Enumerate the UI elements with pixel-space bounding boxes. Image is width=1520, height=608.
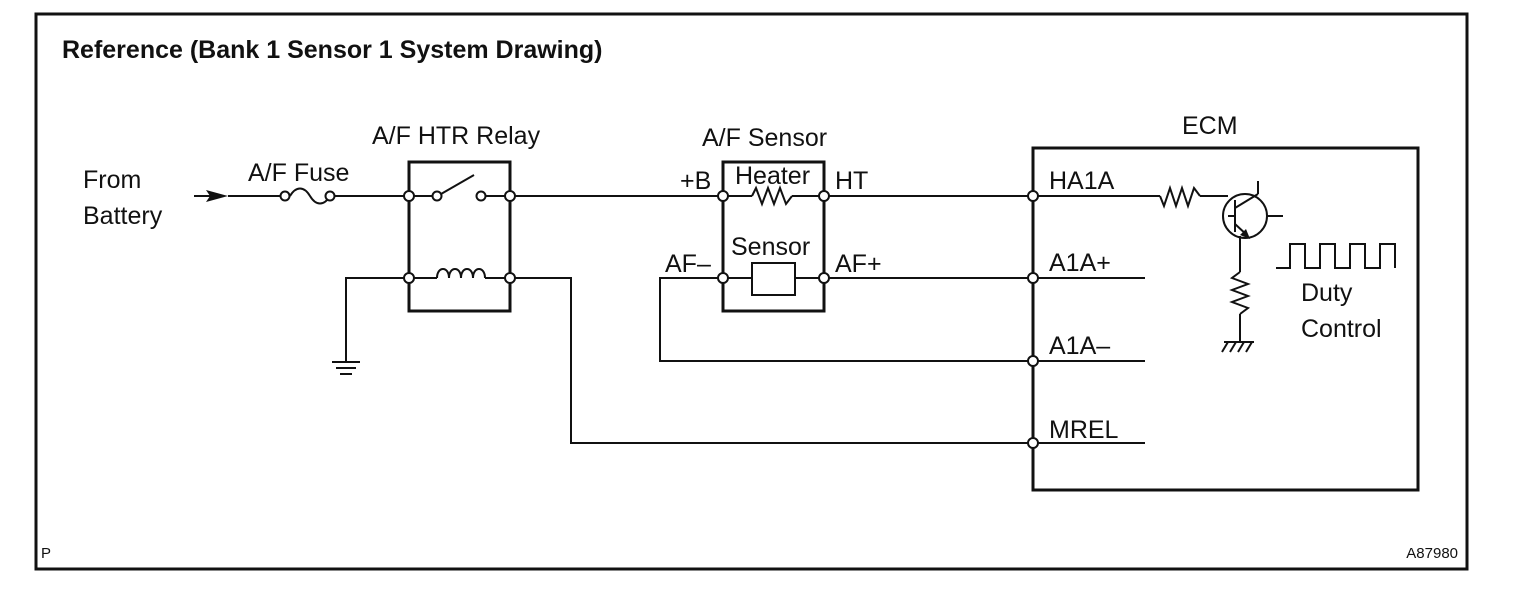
relay-coil xyxy=(409,268,510,279)
wire-afminus-a1aminus xyxy=(659,277,1028,362)
wire-relay-ground xyxy=(345,277,404,362)
ecm-pin-a1a-plus: A1A+ xyxy=(1049,249,1111,277)
sensor-heater-label: Heater xyxy=(735,162,810,190)
ecm-pin-mrel: MREL xyxy=(1049,416,1119,444)
fuse-symbol xyxy=(279,187,336,205)
transistor-symbol xyxy=(1222,181,1283,239)
fuse-label: A/F Fuse xyxy=(248,159,349,187)
diagram-frame xyxy=(34,12,1469,571)
relay-terminal xyxy=(403,272,415,284)
pin-af-plus: AF+ xyxy=(835,250,882,278)
ecm-terminal xyxy=(1027,437,1039,449)
ecm-terminal xyxy=(1027,355,1039,367)
battery-arrow xyxy=(194,190,228,202)
source-label-line1: From xyxy=(83,166,141,194)
source-label-line2: Battery xyxy=(83,202,163,230)
chassis-ground-icon xyxy=(1221,341,1254,353)
relay-box xyxy=(407,160,512,313)
duty-label-line2: Control xyxy=(1301,315,1382,343)
duty-label-line1: Duty xyxy=(1301,279,1353,307)
relay-label: A/F HTR Relay xyxy=(372,122,541,150)
sensor-terminal xyxy=(818,190,830,202)
ecm-terminal xyxy=(1027,190,1039,202)
sensor-box xyxy=(721,160,826,313)
diagram-title: Reference (Bank 1 Sensor 1 System Drawin… xyxy=(62,36,602,64)
ecm-base-resistor xyxy=(1033,184,1228,210)
ecm-pin-a1a-minus: A1A– xyxy=(1049,332,1110,360)
sensor-element xyxy=(723,262,824,296)
ground-symbol xyxy=(332,361,360,375)
sensor-label: A/F Sensor xyxy=(702,124,827,152)
emitter-resistor xyxy=(1229,236,1251,342)
ecm-label: ECM xyxy=(1182,112,1238,140)
sensor-terminal xyxy=(717,272,729,284)
relay-terminal xyxy=(403,190,415,202)
pin-af-minus: AF– xyxy=(665,250,711,278)
sensor-terminal xyxy=(818,272,830,284)
sensor-terminal xyxy=(717,190,729,202)
relay-terminal xyxy=(504,190,516,202)
ecm-box xyxy=(1031,146,1420,492)
ecm-pin-ha1a: HA1A xyxy=(1049,167,1115,195)
footer-left-code: P xyxy=(41,545,51,562)
footer-figure-id: A87980 xyxy=(1406,545,1458,562)
wire-relay-mrel xyxy=(515,277,1028,444)
ecm-terminal xyxy=(1027,272,1039,284)
pin-ht: HT xyxy=(835,167,868,195)
heater-resistor xyxy=(723,185,824,207)
duty-waveform-icon xyxy=(1276,243,1396,269)
relay-terminal xyxy=(504,272,516,284)
relay-switch xyxy=(409,174,510,202)
sensor-element-label: Sensor xyxy=(731,233,810,261)
pin-plus-b: +B xyxy=(680,167,711,195)
